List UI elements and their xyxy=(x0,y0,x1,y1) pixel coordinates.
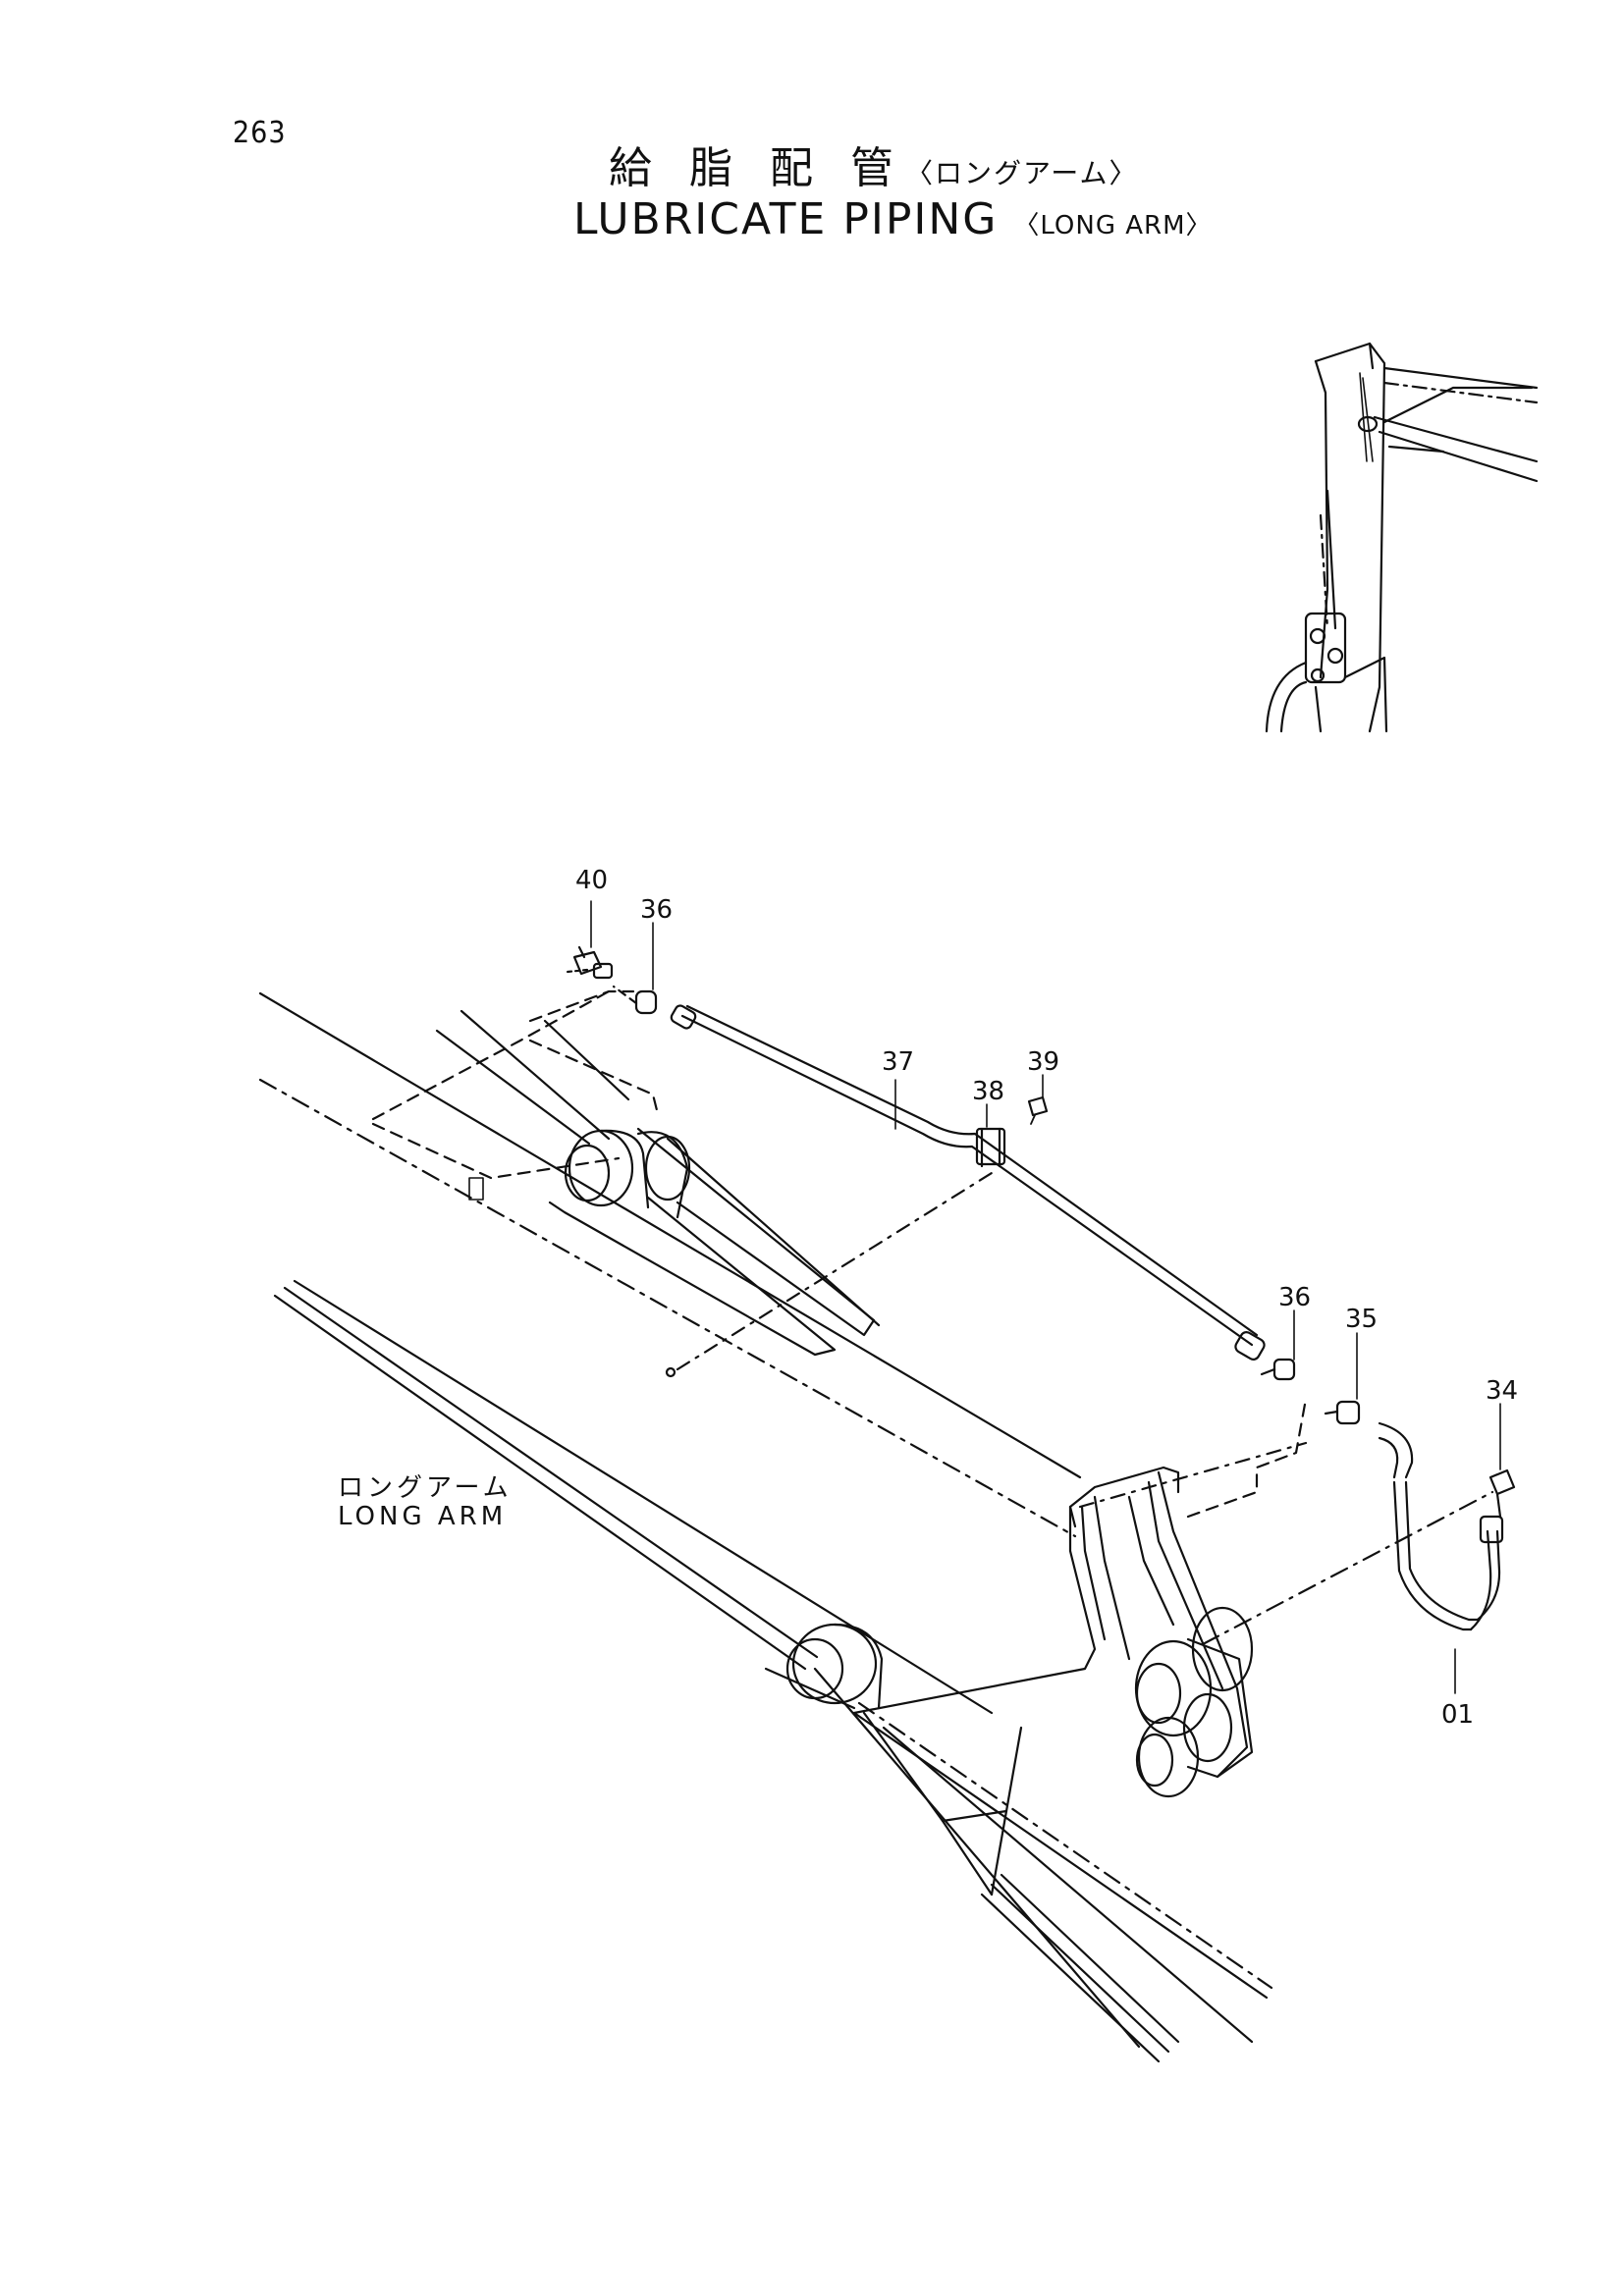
part-label-36-top: 36 xyxy=(640,895,673,925)
part-label-37: 37 xyxy=(882,1047,914,1077)
part-labels: 40 36 37 38 39 36 35 34 01 xyxy=(575,866,1518,1730)
lubricate-pipe-assembly xyxy=(566,945,1516,1631)
part-label-01: 01 xyxy=(1441,1700,1474,1730)
title-english: LUBRICATE PIPING 〈LONG ARM〉 xyxy=(573,194,1213,244)
locator-thumbnail xyxy=(1265,342,1539,733)
title-japanese: 給 脂 配 管〈ロングアーム〉 xyxy=(609,133,1138,195)
long-arm-body xyxy=(258,989,1494,2063)
part-label-40: 40 xyxy=(575,866,608,895)
part-label-36-bottom: 36 xyxy=(1278,1283,1311,1312)
part-label-34: 34 xyxy=(1486,1376,1518,1406)
part-label-39: 39 xyxy=(1027,1047,1059,1077)
part-label-35: 35 xyxy=(1345,1305,1378,1334)
leader-lines xyxy=(590,900,1501,1694)
title-en-main: LUBRICATE PIPING xyxy=(573,194,999,244)
arm-label-japanese: ロングアーム xyxy=(338,1473,513,1503)
title-jp-sub: 〈ロングアーム〉 xyxy=(904,157,1139,189)
page-number: 263 xyxy=(233,116,287,150)
part-label-38: 38 xyxy=(972,1077,1004,1106)
title-jp-main: 給 脂 配 管 xyxy=(609,143,905,193)
arm-label-english: LONG ARM xyxy=(338,1502,508,1531)
title-en-sub: 〈LONG ARM〉 xyxy=(1013,211,1213,240)
